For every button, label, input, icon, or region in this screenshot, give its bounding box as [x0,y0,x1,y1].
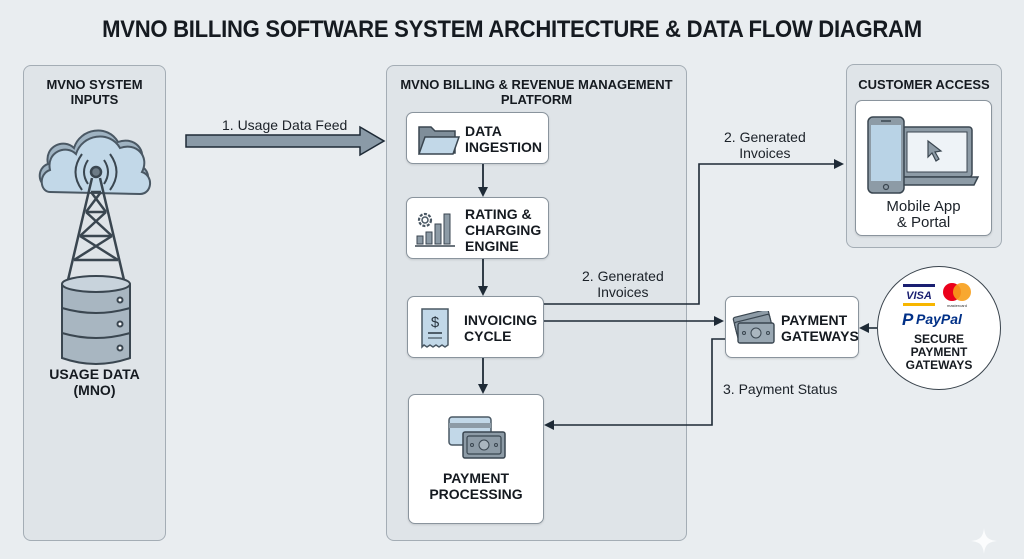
cell-tower-database-cloud-icon [38,129,151,365]
visa-logo-icon: VISA [903,284,935,306]
flow-label-invoices-to-customer: 2. Generated Invoices [724,129,806,161]
panel-title: CUSTOMER ACCESS [858,77,990,92]
customer-portal-label: Mobile App & Portal [886,198,961,231]
usage-data-label: USAGE DATA (MNO) [49,366,140,398]
stage-label: PAYMENT PROCESSING [429,470,523,502]
panel-title: MVNO SYSTEM INPUTS [46,77,143,107]
gear-bar-chart-icon [415,212,455,247]
visa-text: VISA [906,290,932,302]
flow-label-payment-status: 3. Payment Status [723,381,838,397]
paypal-logo-icon: P PayPal [902,310,963,329]
card-cash-icon [448,416,506,459]
cash-stack-icon [732,311,775,344]
panel-system-inputs: MVNO SYSTEM INPUTS USAGE DATA (MNO) [23,65,166,541]
secure-gateways-label: SECURE PAYMENT GATEWAYS [905,332,973,372]
stage-data-ingestion[interactable]: DATA INGESTION [406,112,549,164]
customer-portal-card[interactable]: Mobile App & Portal [855,100,992,236]
flow-label-invoices-to-gateways: 2. Generated Invoices [582,268,664,300]
sparkle-icon [971,528,997,554]
stage-payment-processing[interactable]: PAYMENT PROCESSING [408,394,544,524]
receipt-dollar-icon: $ [421,308,449,349]
stage-label: INVOICING CYCLE [464,312,538,344]
flow-label-usage-data-feed: 1. Usage Data Feed [222,117,348,133]
panel-customer-access: CUSTOMER ACCESS Mobile App & Portal [846,64,1002,248]
payment-gateways-card[interactable]: PAYMENT GATEWAYS [725,296,859,358]
stage-label: RATING & CHARGING ENGINE [465,206,542,254]
mastercard-text: mastercard [947,303,967,308]
stage-rating-charging[interactable]: RATING & CHARGING ENGINE [406,197,549,259]
folder-icon [417,126,461,155]
svg-text:P: P [902,310,914,329]
stage-invoicing-cycle[interactable]: $ INVOICING CYCLE [407,296,544,358]
secure-payment-gateways-badge[interactable]: VISA mastercard P PayPal SECURE PAYMENT … [877,266,1001,390]
stage-label: DATA INGESTION [465,123,543,155]
phone-laptop-icon [867,116,980,194]
panel-title: MVNO BILLING & REVENUE MANAGEMENT PLATFO… [400,77,673,107]
payment-gateways-label: PAYMENT GATEWAYS [781,312,859,344]
diagram-title: MVNO BILLING SOFTWARE SYSTEM ARCHITECTUR… [102,16,922,43]
paypal-text: PayPal [916,311,963,327]
mastercard-logo-icon: mastercard [943,283,971,308]
svg-text:$: $ [431,314,440,331]
